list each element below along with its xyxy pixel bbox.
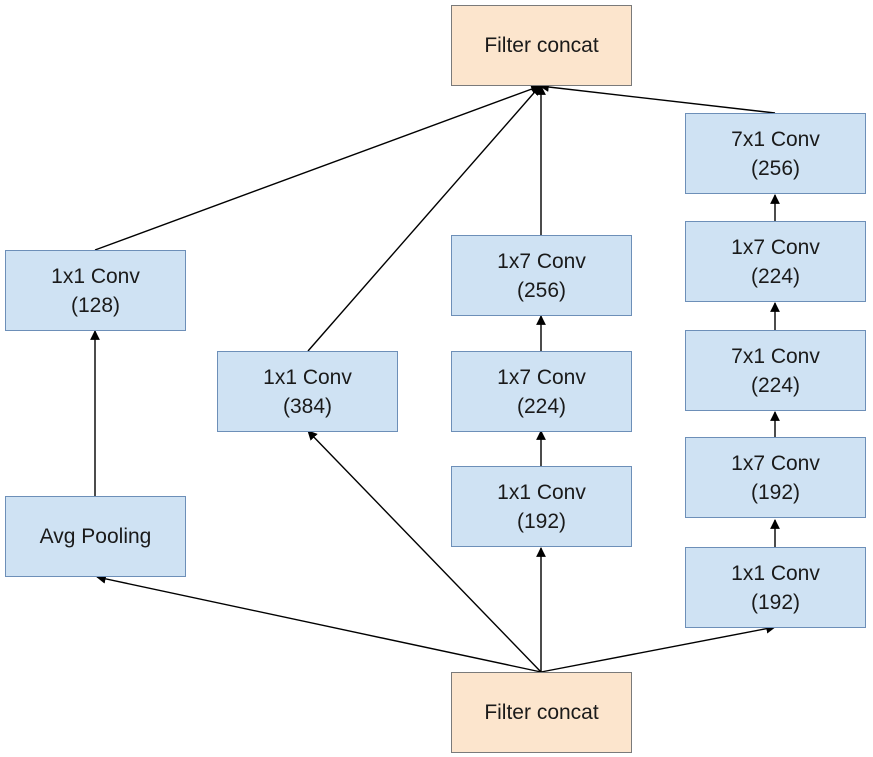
pool-branch-1x1-conv-label: 1x1 Conv — [51, 264, 140, 288]
branch3-conv3-label: 1x7 Conv — [497, 249, 586, 273]
branch3-conv2-filters: (224) — [516, 394, 567, 418]
branch2-1x1-conv-label: 1x1 Conv — [263, 365, 352, 389]
branch3-conv1-filters: (192) — [516, 509, 567, 533]
branch4-1x7-conv-224: 1x7 Conv (224) — [685, 221, 866, 302]
branch4-conv2-label: 1x7 Conv — [731, 451, 820, 475]
edge-bottom-to-1x1-384 — [307, 430, 542, 673]
pool-branch-1x1-conv-filters: (128) — [70, 293, 121, 317]
bottom-filter-concat-label: Filter concat — [484, 701, 599, 724]
branch4-conv1-filters: (192) — [750, 590, 801, 614]
branch3-conv2-label: 1x7 Conv — [497, 365, 586, 389]
branch4-7x1-conv-256: 7x1 Conv (256) — [685, 113, 866, 194]
top-filter-concat-label: Filter concat — [484, 34, 599, 57]
branch3-conv1-label: 1x1 Conv — [497, 480, 586, 504]
avg-pooling: Avg Pooling — [5, 496, 186, 577]
edge-bottom-to-branch4-1x1 — [540, 623, 776, 673]
branch3-1x1-conv-192: 1x1 Conv (192) — [451, 466, 632, 547]
top-filter-concat: Filter concat — [451, 5, 632, 86]
branch4-conv2-filters: (192) — [750, 480, 801, 504]
branch4-conv4-label: 1x7 Conv — [731, 235, 820, 259]
branch4-conv1-label: 1x1 Conv — [731, 561, 820, 585]
edge-1x1-384-to-top — [307, 85, 541, 352]
branch4-1x1-conv-192: 1x1 Conv (192) — [685, 547, 866, 628]
edge-1x1-128-to-top — [94, 84, 541, 251]
branch4-7x1-conv-224: 7x1 Conv (224) — [685, 330, 866, 411]
avg-pooling-label: Avg Pooling — [39, 525, 152, 548]
branch4-1x7-conv-192: 1x7 Conv (192) — [685, 437, 866, 518]
bottom-filter-concat: Filter concat — [451, 672, 632, 753]
branch4-conv4-filters: (224) — [750, 264, 801, 288]
branch2-1x1-conv: 1x1 Conv (384) — [217, 351, 398, 432]
branch3-1x7-conv-224: 1x7 Conv (224) — [451, 351, 632, 432]
branch3-conv3-filters: (256) — [516, 278, 567, 302]
branch2-1x1-conv-filters: (384) — [282, 394, 333, 418]
branch4-conv5-filters: (256) — [750, 156, 801, 180]
edge-bottom-to-avg-pooling — [96, 574, 542, 673]
branch4-conv3-filters: (224) — [750, 373, 801, 397]
branch4-conv5-label: 7x1 Conv — [731, 127, 820, 151]
edge-b4-top-to-top — [539, 82, 776, 114]
branch4-conv3-label: 7x1 Conv — [731, 344, 820, 368]
branch3-1x7-conv-256: 1x7 Conv (256) — [451, 235, 632, 316]
pool-branch-1x1-conv: 1x1 Conv (128) — [5, 250, 186, 331]
